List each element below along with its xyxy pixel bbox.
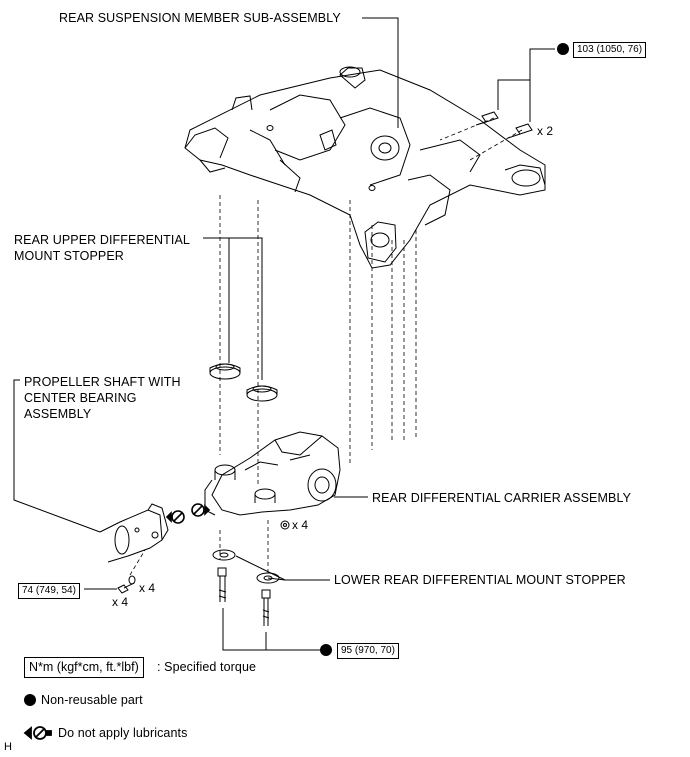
torque-unit-box: N*m (kgf*cm, ft.*lbf) (24, 657, 144, 678)
propeller-label-line1: PROPELLER SHAFT WITH (24, 375, 181, 389)
propeller-label-line3: ASSEMBLY (24, 407, 92, 421)
rear-upper-diff-label-line1: REAR UPPER DIFFERENTIAL (14, 233, 190, 247)
leader-lines (13, 17, 555, 651)
rear-suspension-member-label: REAR SUSPENSION MEMBER SUB-ASSEMBLY (59, 11, 341, 25)
lower-stopper-label: LOWER REAR DIFFERENTIAL MOUNT STOPPER (334, 573, 626, 587)
rear-suspension-member-drawing (184, 66, 546, 269)
upper-stoppers-drawing (209, 363, 278, 402)
torque-desc: : Specified torque (157, 660, 257, 674)
prop-washer-qty: x 4 (139, 581, 156, 595)
torque-box-prop: 74 (749, 54) (18, 583, 80, 599)
propeller-label-line2: CENTER BEARING (24, 391, 137, 405)
lower-stoppers-drawing (212, 549, 280, 584)
top-bolt-qty: x 2 (537, 124, 554, 138)
carrier-nut-drawing (280, 520, 290, 530)
corner-mark: H (4, 741, 12, 753)
carrier-nut-qty: x 4 (292, 518, 309, 532)
bottom-bolts-drawing (217, 567, 271, 626)
no-lubricant-icon (23, 726, 52, 740)
prop-bolt-drawing (117, 575, 136, 594)
non-reusable-legend-text: Non-reusable part (41, 693, 143, 707)
alignment-lines (129, 117, 523, 576)
prop-bolt-qty: x 4 (112, 595, 129, 609)
non-reusable-dot-icon (320, 644, 332, 656)
no-lubricant-symbols (165, 503, 211, 524)
torque-box-top: 103 (1050, 76) (573, 42, 647, 58)
non-reusable-dot-icon (557, 43, 569, 55)
propeller-shaft-drawing (99, 503, 169, 563)
rear-differential-carrier-drawing (204, 431, 341, 516)
top-bolts-drawing (475, 111, 533, 139)
no-lubricant-legend-text: Do not apply lubricants (58, 726, 188, 740)
rear-diff-carrier-label: REAR DIFFERENTIAL CARRIER ASSEMBLY (372, 491, 632, 505)
torque-box-bottom: 95 (970, 70) (337, 643, 399, 659)
rear-upper-diff-label-line2: MOUNT STOPPER (14, 249, 124, 263)
non-reusable-legend-icon (24, 694, 36, 706)
